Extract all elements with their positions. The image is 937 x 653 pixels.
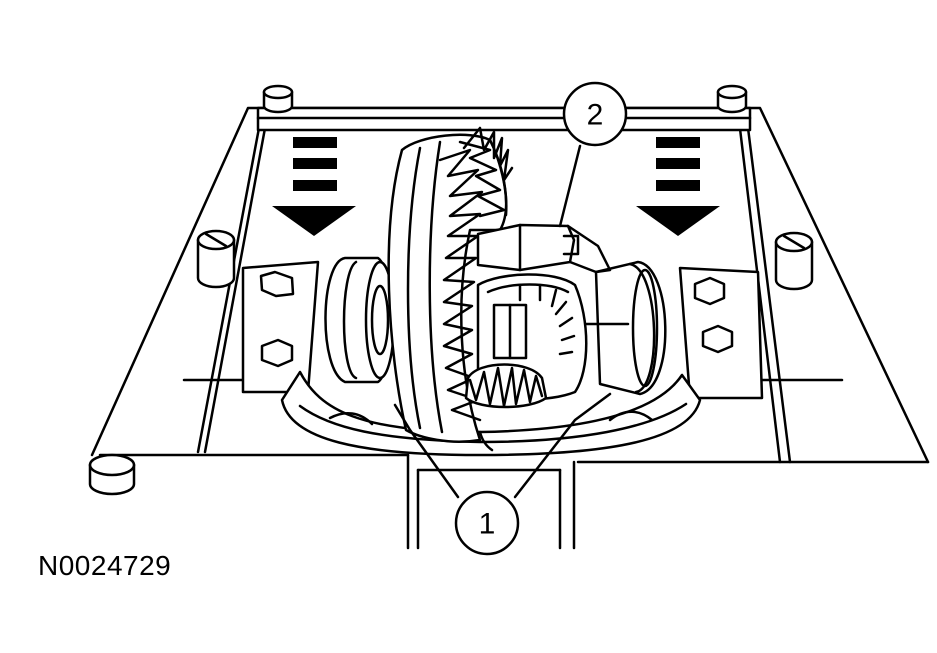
cross-shaft xyxy=(492,303,528,360)
figure-code: N0024729 xyxy=(38,550,172,581)
differential-case-body xyxy=(280,370,702,457)
callout-leaders xyxy=(393,144,612,499)
callout-2: 2 xyxy=(562,81,628,147)
callout-2-label: 2 xyxy=(587,99,604,132)
dowel-pin-left xyxy=(196,229,236,289)
top-post-right xyxy=(716,84,748,114)
tool-adapter xyxy=(476,223,612,274)
bearing-cap-left xyxy=(241,260,320,394)
down-arrow-right xyxy=(636,137,720,236)
callout-1-label: 1 xyxy=(479,508,496,541)
installer-cross-bar xyxy=(256,106,752,132)
pinion-gear xyxy=(464,363,548,409)
bearing-cap-right xyxy=(678,266,764,400)
dowel-pin-front-left xyxy=(88,453,136,496)
ring-gear xyxy=(387,133,508,443)
callout-1: 1 xyxy=(454,490,520,556)
side-bearing-right xyxy=(578,260,667,396)
dowel-pin-right xyxy=(774,231,814,291)
top-post-left xyxy=(262,84,294,114)
ring-gear-upper-teeth xyxy=(462,126,514,182)
side-bearing-left xyxy=(324,256,396,384)
down-arrow-left xyxy=(272,137,356,236)
